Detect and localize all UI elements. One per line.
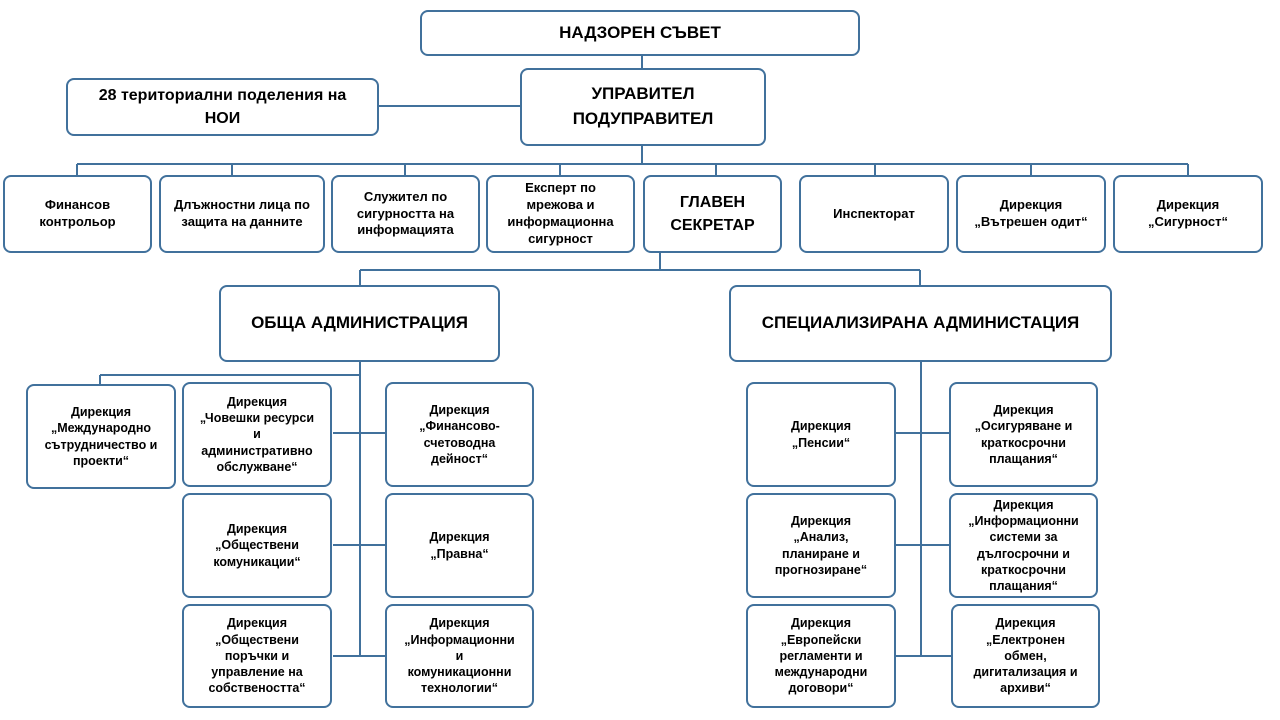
specialized-directorate-label: Дирекция „Информационни системи за дълго…	[968, 497, 1079, 593]
specialized-directorate-label: Дирекция „Осигуряване и краткосрочни пла…	[974, 403, 1073, 466]
supervisory-board-label: НАДЗОРЕН СЪВЕТ	[559, 22, 721, 42]
chief-secretary-box: ГЛАВЕН СЕКРЕТАР	[643, 175, 782, 253]
inspectorate-box: Инспекторат	[799, 175, 949, 253]
manager-label: УПРАВИТЕЛ ПОДУПРАВИТЕЛ	[572, 84, 714, 128]
general-directorate-label: Дирекция „Международно сътрудничество и …	[44, 405, 158, 468]
general-directorate-label: Дирекция „Информационни и комуникационни…	[404, 616, 515, 696]
specialized-directorate-label: Дирекция „Пенсии“	[790, 419, 852, 450]
general-directorate-label: Дирекция „Финансово- счетоводна дейност“	[419, 403, 500, 466]
specialized-directorate-label: Дирекция „Анализ, планиране и прогнозира…	[774, 514, 868, 577]
general-directorate-label: Дирекция „Обществени поръчки и управлени…	[208, 616, 306, 696]
general-administration-box: ОБЩА АДМИНИСТРАЦИЯ	[219, 285, 500, 362]
specialized-directorate-label: Дирекция „Електронен обмен, дигитализаци…	[973, 616, 1078, 696]
internal-audit-directorate-label: Дирекция „Вътрешен одит“	[974, 197, 1088, 229]
general-directorate-box: Дирекция „Човешки ресурси и администрати…	[182, 382, 332, 487]
financial-controller-box: Финансов контрольор	[3, 175, 152, 253]
territorial-divisions-label: 28 териториални поделения на НОИ	[98, 86, 347, 127]
information-security-officer-box: Служител по сигурността на информацията	[331, 175, 480, 253]
specialized-directorate-box: Дирекция „Пенсии“	[746, 382, 896, 487]
general-directorate-box: Дирекция „Правна“	[385, 493, 534, 598]
specialized-directorate-box: Дирекция „Анализ, планиране и прогнозира…	[746, 493, 896, 598]
supervisory-board-box: НАДЗОРЕН СЪВЕТ	[420, 10, 860, 56]
security-directorate-label: Дирекция „Сигурност“	[1147, 197, 1228, 229]
general-directorate-box: Дирекция „Информационни и комуникационни…	[385, 604, 534, 708]
network-security-expert-label: Експерт по мрежова и информационна сигур…	[507, 180, 614, 246]
internal-audit-directorate-box: Дирекция „Вътрешен одит“	[956, 175, 1106, 253]
general-administration-title: ОБЩА АДМИНИСТРАЦИЯ	[251, 313, 468, 333]
general-directorate-box: Дирекция „Обществени комуникации“	[182, 493, 332, 598]
general-directorate-label: Дирекция „Обществени комуникации“	[213, 522, 301, 569]
general-directorate-label: Дирекция „Правна“	[429, 530, 490, 561]
specialized-directorate-box: Дирекция „Осигуряване и краткосрочни пла…	[949, 382, 1098, 487]
inspectorate-label: Инспекторат	[833, 205, 915, 221]
general-directorate-label: Дирекция „Човешки ресурси и администрати…	[199, 394, 315, 474]
data-protection-officers-box: Длъжностни лица по защита на данните	[159, 175, 325, 253]
specialized-administration-title: СПЕЦИАЛИЗИРАНА АДМИНИСТАЦИЯ	[761, 313, 1080, 333]
chief-secretary-label: ГЛАВЕН СЕКРЕТАР	[670, 193, 755, 234]
specialized-directorate-box: Дирекция „Европейски регламенти и междун…	[746, 604, 896, 708]
general-directorate-box: Дирекция „Обществени поръчки и управлени…	[182, 604, 332, 708]
specialized-administration-box: СПЕЦИАЛИЗИРАНА АДМИНИСТАЦИЯ	[729, 285, 1112, 362]
information-security-officer-label: Служител по сигурността на информацията	[356, 188, 455, 238]
specialized-directorate-box: Дирекция „Електронен обмен, дигитализаци…	[951, 604, 1100, 708]
territorial-divisions-box: 28 териториални поделения на НОИ	[66, 78, 379, 136]
manager-box: УПРАВИТЕЛ ПОДУПРАВИТЕЛ	[520, 68, 766, 146]
specialized-directorate-box: Дирекция „Информационни системи за дълго…	[949, 493, 1098, 598]
data-protection-officers-label: Длъжностни лица по защита на данните	[174, 197, 310, 229]
financial-controller-label: Финансов контрольор	[39, 197, 116, 229]
network-security-expert-box: Експерт по мрежова и информационна сигур…	[486, 175, 635, 253]
security-directorate-box: Дирекция „Сигурност“	[1113, 175, 1263, 253]
general-directorate-box: Дирекция „Финансово- счетоводна дейност“	[385, 382, 534, 487]
specialized-directorate-label: Дирекция „Европейски регламенти и междун…	[774, 616, 868, 696]
general-directorate-box: Дирекция „Международно сътрудничество и …	[26, 384, 176, 489]
